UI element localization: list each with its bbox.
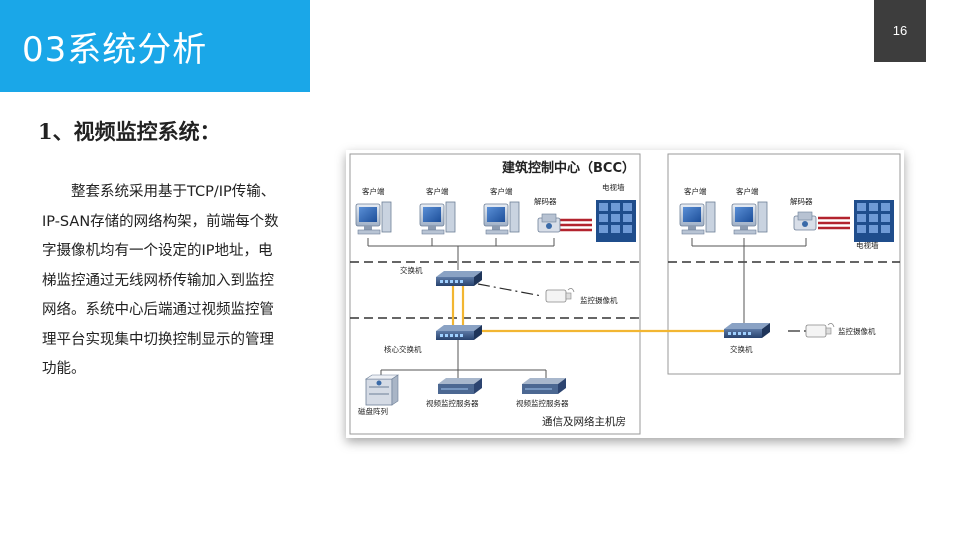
video-wall-label: 电视墙 [856,240,879,250]
switch-icon [436,271,482,286]
paragraph-line: 功能。 [42,361,86,377]
remote-region [667,153,901,375]
client-label: 客户端 [736,186,759,196]
paragraph-line: 梯监控通过无线网桥传输加入到监控 [42,272,274,289]
core-switch-label: 核心交换机 [384,344,422,354]
video-wall-icon [854,200,894,242]
client-pc-icon [355,201,392,235]
disk-array-icon [365,374,399,406]
network-diagram: 建筑控制中心（BCC） 通信及网络主机房 [346,150,904,438]
network-room-title: 通信及网络主机房 [542,415,626,428]
bcc-title: 建筑控制中心（BCC） [502,160,635,176]
server-label: 视频监控服务器 [516,398,569,408]
client-pc-icon [483,201,520,235]
server-icon [437,377,483,395]
paragraph-line: IP-SAN存储的网络构架，前端每个数 [42,213,279,230]
section-heading: 1、视频监控系统： [38,119,221,144]
switch-label: 交换机 [400,265,423,275]
title-bar: 03系统分析 [0,0,310,92]
server-label: 视频监控服务器 [426,398,479,408]
client-pc-icon [419,201,456,235]
camera-icon [545,287,575,303]
diagram-canvas: 建筑控制中心（BCC） 通信及网络主机房 [349,153,901,435]
camera-icon [805,322,835,338]
decoder-label: 解码器 [790,196,813,206]
core-switch-icon [436,325,482,340]
client-label: 客户端 [684,186,707,196]
switch-label: 交换机 [730,344,753,354]
client-label: 客户端 [426,186,449,196]
bcc-region [349,153,641,435]
video-wall-label: 电视墙 [602,182,625,192]
page-title: 03系统分析 [22,30,208,70]
camera-label: 监控摄像机 [838,326,876,336]
decoder-icon [537,213,561,233]
camera-label: 监控摄像机 [580,295,618,305]
client-pc-icon [679,201,716,235]
video-wall-icon [596,200,636,242]
page-number: 16 [874,0,926,62]
disk-array-label: 磁盘阵列 [358,406,388,416]
server-icon [521,377,567,395]
body-paragraph: 整套系统采用基于TCP/IP传输、 IP-SAN存储的网络构架，前端每个数 字摄… [42,178,304,385]
paragraph-line: 理平台实现集中切换控制显示的管理 [42,331,274,348]
client-label: 客户端 [362,186,385,196]
client-pc-icon [731,201,768,235]
decoder-icon [793,211,817,231]
paragraph-line: 字摄像机均有一个设定的IP地址，电 [42,243,273,259]
paragraph-line: 网络。系统中心后端通过视频监控管 [42,302,274,318]
decoder-label: 解码器 [534,196,557,206]
client-label: 客户端 [490,186,513,196]
switch-icon [724,323,770,338]
paragraph-line: 整套系统采用基于TCP/IP传输、 [42,184,276,200]
